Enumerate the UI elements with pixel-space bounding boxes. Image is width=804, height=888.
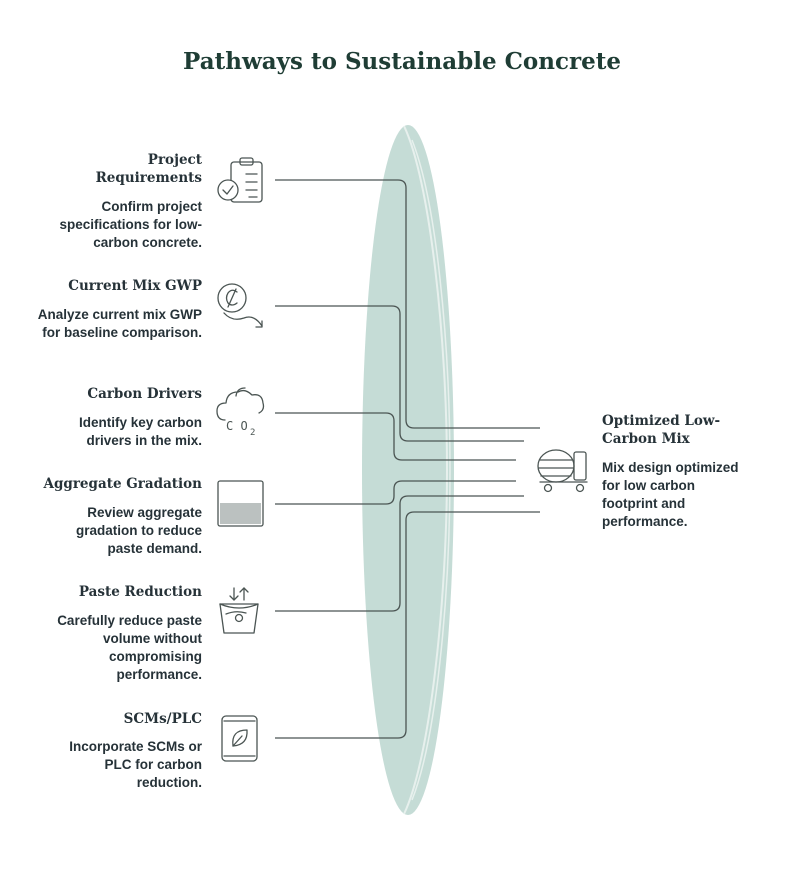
step-description-aggregate-gradation: Review aggregate gradation to reduce pas… xyxy=(75,505,202,556)
step-description-carbon-drivers: Identify key carbon drivers in the mix. xyxy=(78,415,202,448)
step-description-paste-reduction: Carefully reduce paste volume without co… xyxy=(57,613,202,682)
lens-shape xyxy=(362,125,454,815)
concrete-mixer-icon xyxy=(537,449,588,493)
material-bag-icon xyxy=(221,715,258,762)
step-heading-current-mix-gwp: Current Mix GWP xyxy=(68,278,202,294)
connector-paste-reduction xyxy=(275,495,524,612)
step-heading-carbon-drivers: Carbon Drivers xyxy=(87,386,202,402)
outcome-heading: Optimized Low-Carbon Mix xyxy=(602,413,721,447)
clipboard-check-icon xyxy=(217,157,263,203)
step-description-project-requirements: Confirm project specifications for low-c… xyxy=(59,199,202,250)
diagram-title: Pathways to Sustainable Concrete xyxy=(183,48,621,75)
svg-text:C O: C O xyxy=(226,419,248,433)
aggregate-box-icon xyxy=(217,480,264,527)
connector-current-mix-gwp xyxy=(275,305,524,442)
step-heading-paste-reduction: Paste Reduction xyxy=(78,584,202,600)
step-heading-aggregate-gradation: Aggregate Gradation xyxy=(43,476,202,492)
outcome-description: Mix design optimized for low carbon foot… xyxy=(602,460,739,529)
paste-bucket-icon xyxy=(219,587,259,634)
step-description-current-mix-gwp: Analyze current mix GWP for baseline com… xyxy=(37,307,202,340)
svg-text:2: 2 xyxy=(250,428,255,438)
step-heading-project-requirements: Project Requirements xyxy=(95,152,202,186)
connector-scms-plc xyxy=(275,511,540,739)
co2-cloud-icon: C O 2 xyxy=(216,387,265,438)
connector-project-requirements xyxy=(275,179,540,429)
connector-aggregate-gradation xyxy=(275,480,516,505)
step-description-scms-plc: Incorporate SCMs or PLC for carbon reduc… xyxy=(69,739,202,790)
step-heading-scms-plc: SCMs/PLC xyxy=(123,711,202,727)
connector-carbon-drivers xyxy=(275,412,516,461)
connector-lines xyxy=(275,179,540,739)
carbon-trend-icon xyxy=(217,283,263,328)
